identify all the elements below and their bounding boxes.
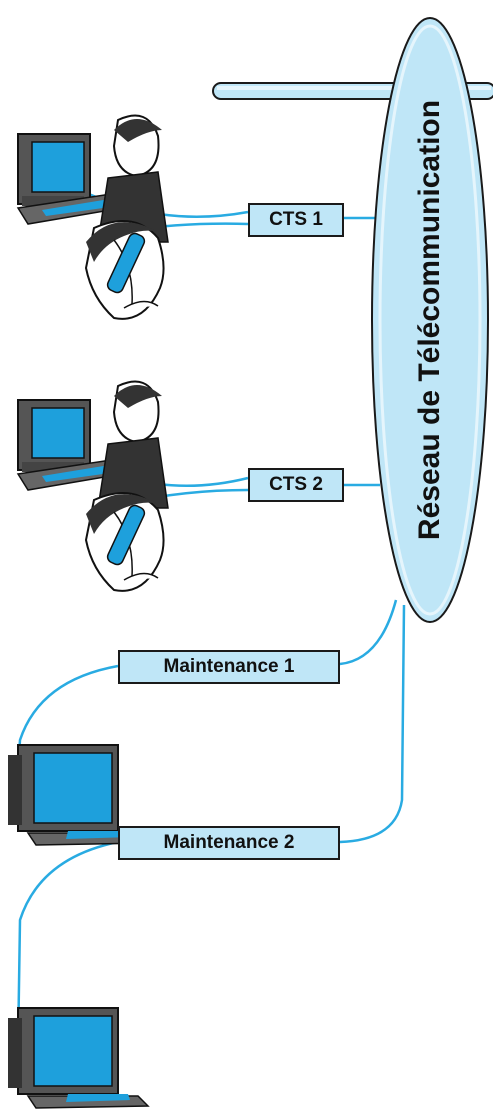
- line-maint2-network: [339, 604, 406, 844]
- network-label-text: Réseau de Télécommunication: [413, 99, 446, 541]
- workstation-operator-icon: [16, 380, 169, 509]
- connection-lines: [16, 188, 406, 1051]
- line-maint1-pc: [16, 664, 119, 771]
- computer-icon: [8, 744, 150, 846]
- line-maint1-network: [339, 599, 398, 666]
- node-label-cts1: CTS 1: [248, 203, 344, 237]
- node-label-maintenance1: Maintenance 1: [118, 650, 340, 684]
- network-label: Réseau de Télécommunication: [370, 40, 490, 600]
- network-cloud: [371, 17, 489, 623]
- computer-icon: [8, 1007, 150, 1109]
- node-label-maintenance2: Maintenance 2: [118, 826, 340, 860]
- phone-operator-icon: [84, 220, 165, 320]
- workstation-operator-icon: [16, 114, 169, 243]
- node-label-cts2: CTS 2: [248, 468, 344, 502]
- line-maint2-pc: [16, 840, 119, 1051]
- phone-operator-icon: [84, 492, 165, 592]
